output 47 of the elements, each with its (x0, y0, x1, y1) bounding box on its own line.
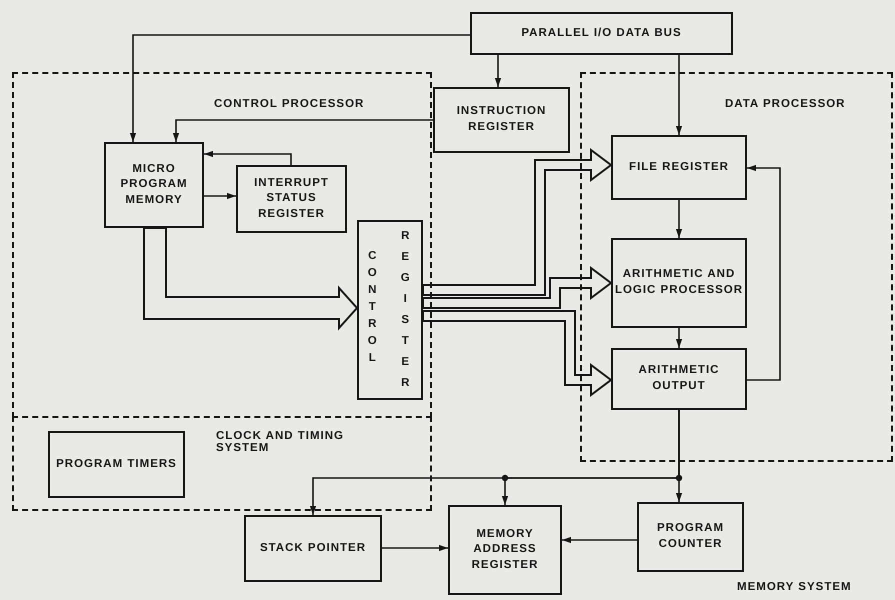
arrow (562, 536, 637, 544)
region-title: CLOCK AND TIMING SYSTEM (216, 430, 346, 454)
block-box (448, 505, 562, 595)
block-label: CONTROL (367, 249, 378, 366)
arrow (676, 55, 682, 135)
block-box (637, 502, 744, 572)
region-title: CONTROL PROCESSOR (214, 98, 364, 110)
block-label: PROGRAM COUNTER (656, 521, 726, 552)
block-label: PARALLEL I/O DATA BUS (521, 26, 682, 41)
arrow (676, 200, 682, 238)
bus-arrow (422, 266, 613, 309)
block-label: FILE REGISTER (629, 160, 729, 175)
arrow (382, 544, 448, 552)
block-box (470, 12, 733, 55)
block-label: REGISTER (400, 229, 412, 391)
block-box (236, 165, 347, 233)
block-label: MEMORY ADDRESS REGISTER (470, 526, 540, 573)
arrow (310, 410, 680, 515)
bus-arrow (143, 227, 358, 331)
arrow (676, 328, 682, 348)
arrow (172, 119, 433, 142)
bus-arrow (422, 310, 613, 397)
arrow (130, 34, 470, 142)
block-label: MICRO PROGRAM MEMORY (119, 162, 189, 208)
dashed-region (12, 416, 432, 511)
block-label: ARITHMETIC OUTPUT (638, 363, 720, 394)
block-box (48, 431, 185, 498)
block-label: INSTRUCTION REGISTER (456, 104, 548, 135)
arrow (494, 55, 502, 87)
block-box (104, 142, 204, 228)
block-box (244, 515, 382, 582)
block-label: PROGRAM TIMERS (56, 456, 177, 472)
block-box (433, 87, 570, 153)
region-title: MEMORY SYSTEM (737, 581, 852, 593)
block-label: ARITHMETIC AND LOGIC PROCESSOR (614, 267, 744, 298)
block-box (611, 238, 747, 328)
dashed-region (580, 72, 893, 462)
bus-arrow (422, 148, 613, 296)
block-box (611, 135, 747, 200)
arrow (747, 164, 781, 381)
block-label: STACK POINTER (260, 540, 366, 556)
region-title: DATA PROCESSOR (725, 98, 846, 110)
block-box (357, 220, 423, 400)
block-box (611, 348, 747, 410)
arrow (204, 192, 236, 200)
block-label: INTERRUPT STATUS REGISTER (253, 176, 330, 222)
arrow (204, 150, 292, 165)
